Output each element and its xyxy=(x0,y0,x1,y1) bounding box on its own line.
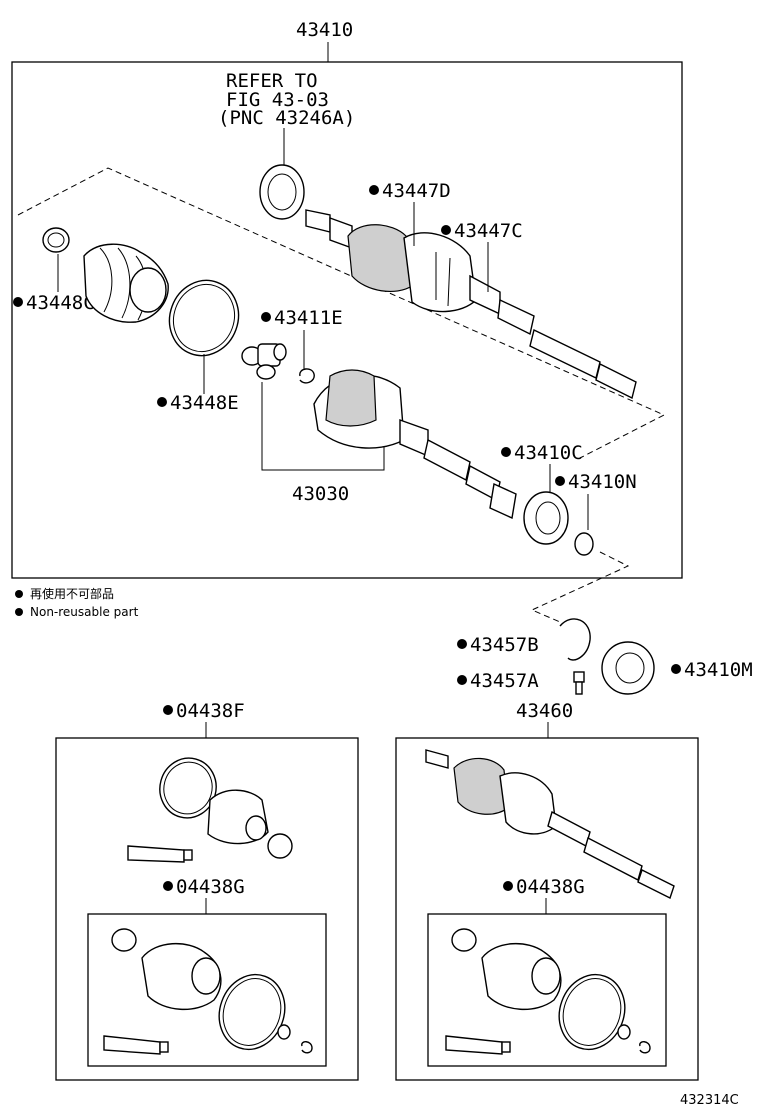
kit-GR-clamp-part xyxy=(451,928,477,952)
bullet-43457A xyxy=(457,675,467,685)
bullet-43410C xyxy=(501,447,511,457)
refer-note-line1: REFER TO xyxy=(226,70,318,92)
ring-43410N-part xyxy=(574,532,594,556)
kit-F-grease-tube-part xyxy=(127,845,193,863)
kit-GL-boot-part xyxy=(141,942,222,1011)
band-43448E-part xyxy=(168,279,240,357)
bullet-43447D xyxy=(369,185,379,195)
legend-bullet-en xyxy=(15,608,23,616)
label-43411E: 43411E xyxy=(274,307,343,329)
label-43448C: 43448C xyxy=(26,292,95,314)
refer-ring-part xyxy=(259,164,305,220)
kit-GL-band-part xyxy=(218,973,286,1051)
kit-F-band-part xyxy=(159,757,217,819)
bullet-43447C xyxy=(441,225,451,235)
label-43448E: 43448E xyxy=(170,392,239,414)
label-43410M: 43410M xyxy=(684,659,753,681)
kit-F-boot-part xyxy=(207,789,269,845)
dashed-connector xyxy=(530,551,630,623)
bullet-43410M xyxy=(671,664,681,674)
kit-box-04438G-left xyxy=(87,913,327,1067)
label-43447C: 43447C xyxy=(454,220,523,242)
tripod-joint-part xyxy=(241,343,287,380)
clip-43457B-part xyxy=(559,618,591,661)
snap-ring-43411E-part xyxy=(299,368,315,384)
bullet-04438G-right xyxy=(503,881,513,891)
bullet-04438G-left xyxy=(163,881,173,891)
label-04438F: 04438F xyxy=(176,700,245,722)
kit-GL-clamp-part xyxy=(111,928,137,952)
bullet-43411E xyxy=(261,312,271,322)
refer-note-line3: (PNC 43246A) xyxy=(218,107,355,129)
label-43457A: 43457A xyxy=(470,670,539,692)
bullet-43457B xyxy=(457,639,467,649)
bolt-43457A-part xyxy=(573,671,585,695)
label-43030: 43030 xyxy=(292,483,349,505)
outboard-shaft-part xyxy=(305,209,637,400)
legend-jp-text: 再使用不可部品 xyxy=(30,586,114,601)
label-43410: 43410 xyxy=(296,19,353,41)
assembly-box-43410 xyxy=(11,61,683,579)
kit-GR-ring-part xyxy=(617,1024,631,1040)
bullet-43448E xyxy=(157,397,167,407)
seal-43410M-part xyxy=(601,641,655,695)
kit-GL-grease-tube-part xyxy=(103,1035,169,1055)
kit-GR-band-part xyxy=(558,973,626,1051)
bullet-43448C xyxy=(13,297,23,307)
refer-note-line2: FIG 43-03 xyxy=(226,89,329,111)
kit-GL-snapring-part xyxy=(301,1041,313,1054)
kit-GR-grease-tube-part xyxy=(445,1035,511,1055)
kit-GR-snapring-part xyxy=(639,1041,651,1054)
figure-code: 432314C xyxy=(680,1093,739,1108)
legend-bullet-jp xyxy=(15,590,23,598)
label-43447D: 43447D xyxy=(382,180,451,202)
kit-F-clamp-part xyxy=(267,833,293,859)
inboard-boot-part xyxy=(83,243,169,323)
leader-43030 xyxy=(261,382,385,471)
label-43410N: 43410N xyxy=(568,471,637,493)
label-43457B: 43457B xyxy=(470,634,539,656)
kit-GL-ring-part xyxy=(277,1024,291,1040)
label-04438G-left: 04438G xyxy=(176,876,245,898)
bullet-04438F xyxy=(163,705,173,715)
legend-en-text: Non-reusable part xyxy=(30,605,139,619)
label-43460: 43460 xyxy=(516,700,573,722)
inboard-housing-part xyxy=(313,369,517,520)
bearing-43410C-part xyxy=(523,491,569,545)
kit-R-shaft-part xyxy=(425,749,675,899)
clamp-43448C-part xyxy=(42,227,70,253)
kit-GR-boot-part xyxy=(481,942,562,1011)
label-43410C: 43410C xyxy=(514,442,583,464)
bullet-43410N xyxy=(555,476,565,486)
assembly-box-43460 xyxy=(395,737,699,1081)
kit-box-04438F xyxy=(55,737,359,1081)
label-04438G-right: 04438G xyxy=(516,876,585,898)
kit-box-04438G-right xyxy=(427,913,667,1067)
